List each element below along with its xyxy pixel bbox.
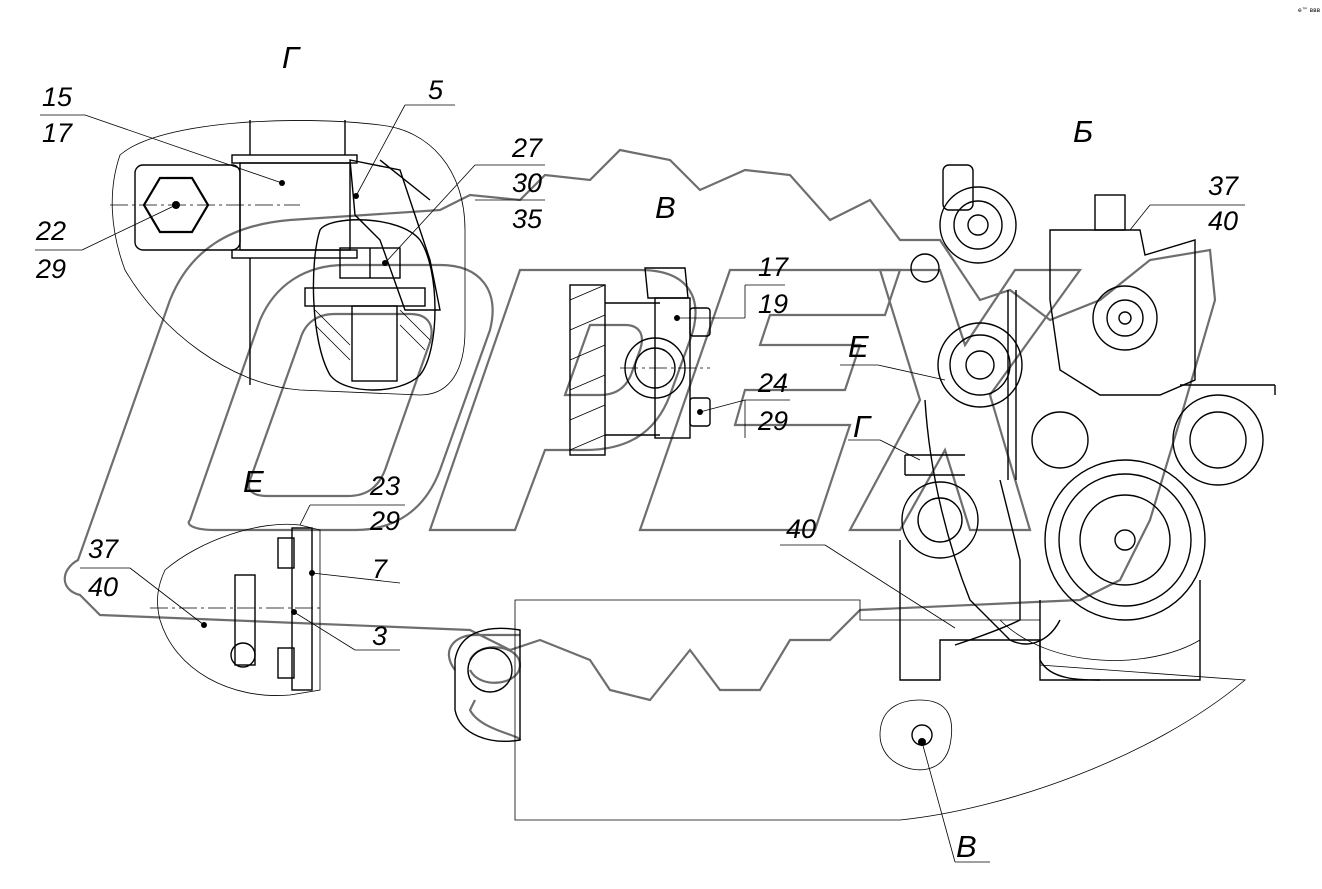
callout-3: 3 — [372, 621, 387, 651]
callout-19: 19 — [758, 289, 788, 319]
leader-lines — [35, 104, 1245, 863]
callout-7: 7 — [372, 554, 388, 584]
callout-29-e: 29 — [369, 506, 400, 536]
callout-27: 27 — [511, 133, 543, 163]
callout-40-pipe: 40 — [786, 514, 816, 544]
callout-40-b: 40 — [1208, 206, 1238, 236]
view-b-title: Б — [1073, 114, 1093, 149]
callout-29: 29 — [35, 254, 66, 284]
callout-40-e: 40 — [88, 572, 118, 602]
view-b-engine — [454, 164, 1276, 821]
view-e-reference: Е — [848, 329, 869, 364]
callout-37-b: 37 — [1208, 171, 1239, 201]
callout-17-v: 17 — [758, 252, 789, 282]
callout-35: 35 — [512, 204, 543, 234]
view-v-reference: В — [956, 829, 977, 864]
view-g — [110, 120, 466, 396]
corner-mark: е™ ввв — [1298, 7, 1321, 14]
callout-37-e: 37 — [88, 534, 119, 564]
view-e-title: Е — [243, 464, 264, 499]
callout-22: 22 — [35, 216, 66, 246]
callout-23: 23 — [369, 471, 400, 501]
view-g-title: Г — [282, 40, 301, 75]
watermark-logo — [63, 148, 1217, 742]
view-v-title: В — [655, 190, 676, 225]
callout-30: 30 — [512, 168, 542, 198]
view-v — [569, 267, 711, 456]
callout-5: 5 — [428, 75, 444, 105]
callout-15: 15 — [42, 82, 73, 112]
callout-24: 24 — [757, 368, 788, 398]
view-e — [150, 523, 321, 696]
callout-29-v: 29 — [757, 406, 788, 436]
view-g-reference: Г — [853, 409, 872, 444]
callout-17: 17 — [42, 118, 73, 148]
